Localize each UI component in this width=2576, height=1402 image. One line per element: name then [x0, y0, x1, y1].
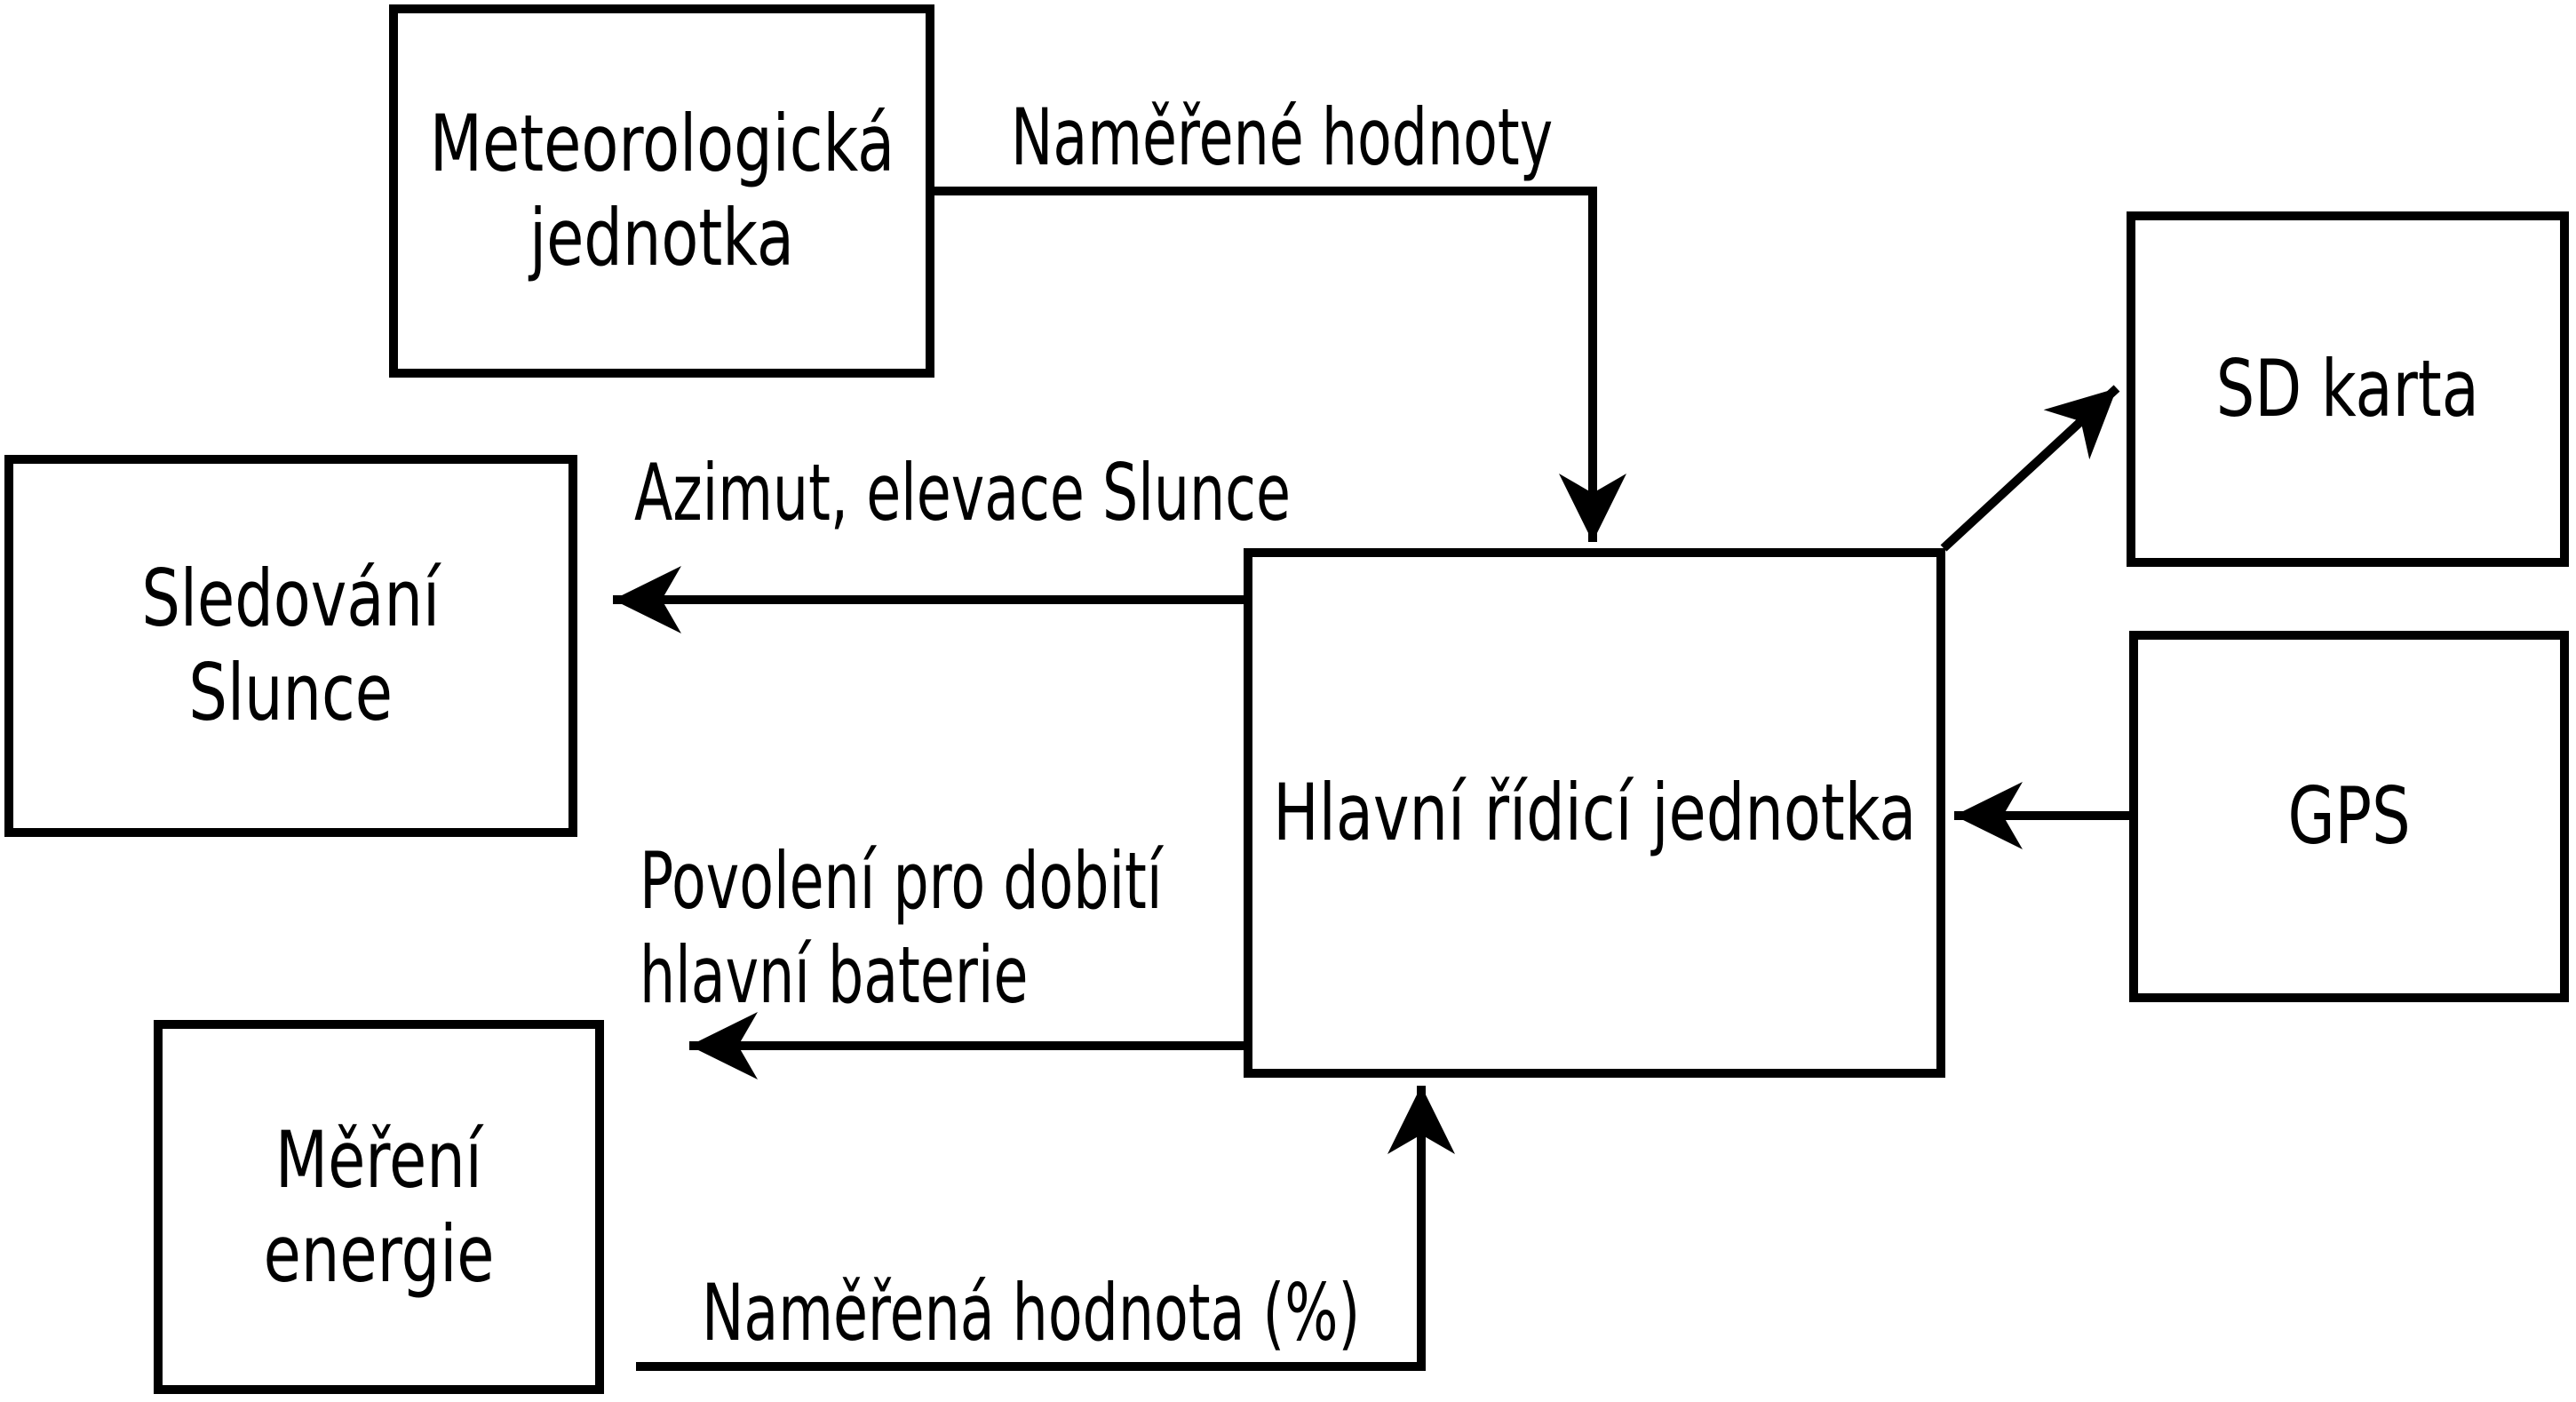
edge-main-to-sd [1940, 385, 2120, 552]
box-mereni-label-line1: Měření [275, 1113, 482, 1206]
box-meteorologicka-jednotka: Meteorologická jednotka [389, 4, 934, 378]
edge-meteo-to-main [934, 187, 1626, 542]
box-main-label: Hlavní řídicí jednotka [1272, 767, 1917, 859]
edge-label-azimut-elevace-slunce: Azimut, elevace Slunce [634, 447, 1292, 538]
edge-label-povoleni-pro-dobiti: Povolení pro dobití hlavní baterie [640, 834, 1162, 1022]
edge-label-namerene-hodnoty: Naměřené hodnoty [1011, 92, 1554, 183]
box-sd-label: SD karta [2215, 343, 2480, 435]
edge-label-namerena-hodnota: Naměřená hodnota (%) [702, 1267, 1361, 1358]
box-sd-karta: SD karta [2127, 211, 2569, 567]
box-gps-label: GPS [2287, 770, 2411, 863]
box-sledovani-label-line1: Sledování [141, 553, 441, 645]
edge-mereni-to-main [636, 1086, 1456, 1371]
box-gps: GPS [2129, 631, 2569, 1002]
edge-label-povoleni-line1: Povolení pro dobití [640, 835, 1163, 927]
edge-label-povoleni-line2: hlavní baterie [640, 928, 1029, 1021]
box-mereni-energie: Měření energie [154, 1020, 604, 1394]
box-sledovani-label-line2: Slunce [188, 647, 394, 738]
box-meteo-label-line2: jednotka [529, 192, 794, 283]
box-sledovani-slunce: Sledování Slunce [4, 455, 577, 837]
box-mereni-label-line2: energie [263, 1207, 495, 1300]
box-hlavni-ridici-jednotka: Hlavní řídicí jednotka [1244, 548, 1945, 1078]
box-meteo-label-line1: Meteorologická [429, 98, 894, 190]
